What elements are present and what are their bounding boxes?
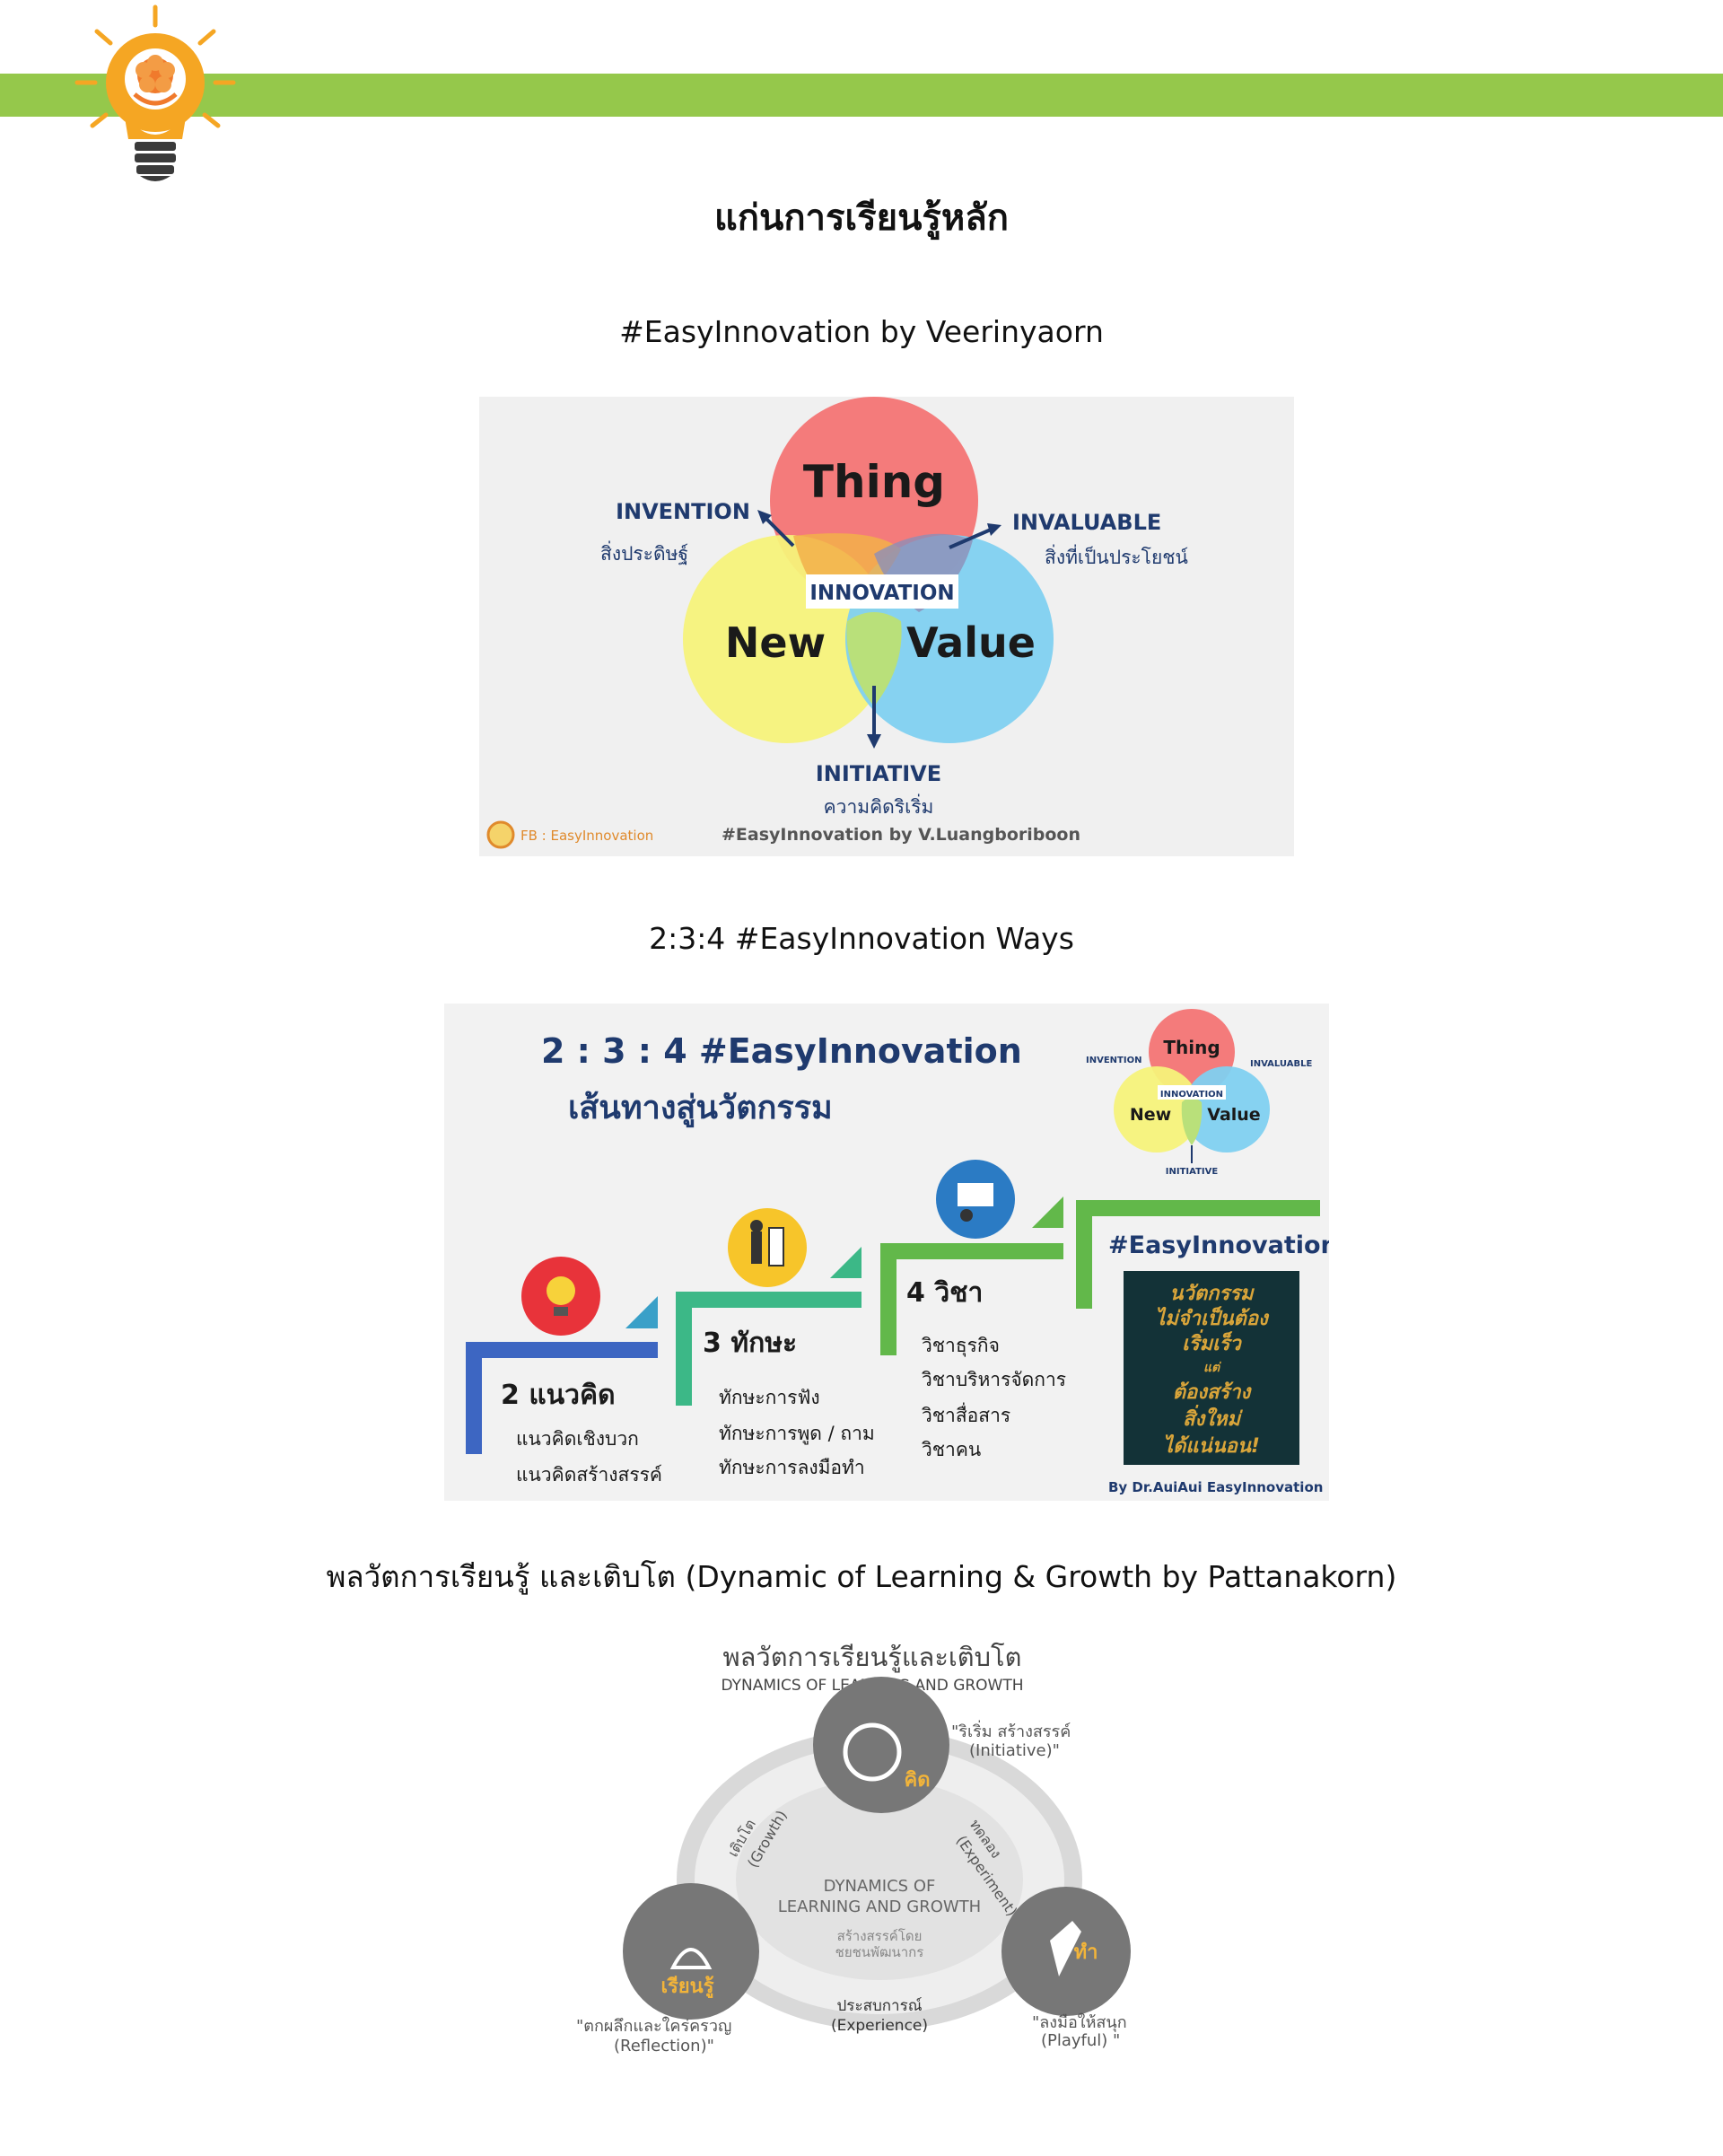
board-line: แต่ [1203,1361,1221,1375]
board-line: ต้องสร้าง [1173,1381,1253,1404]
step2-title: 3 ทักษะ [703,1328,797,1359]
step3-item: วิชาธุรกิจ [922,1335,1000,1357]
step2-item: ทักษะการลงมือทำ [719,1457,865,1478]
step2-stair [676,1292,862,1406]
venn-center-label: INNOVATION [809,582,954,605]
step3-title: 4 วิชา [906,1277,983,1309]
think-label: คิด [904,1769,930,1792]
board-line: เริ่มเร็ว [1182,1328,1242,1355]
svg-text:INVENTION: INVENTION [1086,1056,1141,1065]
quote-initiative-2: (Initiative)" [969,1741,1060,1760]
svg-text:Thing: Thing [1163,1037,1220,1058]
board-line: นวัตกรรม [1169,1283,1255,1305]
section1-heading: #EasyInnovation by Veerinyaorn [619,314,1104,349]
initiative-label: INITIATIVE [816,761,941,786]
venn-thing-label: Thing [803,456,945,508]
fb-label: FB : EasyInnovation [520,828,653,844]
step1-item: แนวคิดสร้างสรรค์ [516,1464,662,1486]
svg-text:INVALUABLE: INVALUABLE [1250,1059,1312,1069]
skills-person-icon [728,1208,807,1287]
step4-stair [1076,1200,1320,1309]
dyn-center-3: สร้างสรรค์โดย [837,1928,923,1944]
worker-icon [1050,1921,1081,1976]
venn-new-label: New [725,618,826,667]
svg-text:INNOVATION: INNOVATION [1160,1090,1223,1100]
ways-title-2: เส้นทางสู่นวัตกรรม [568,1090,833,1128]
dynamics-learning-figure: พลวัตการเรียนรู้และเติบโต DYNAMICS OF LE… [556,1635,1167,2066]
step1-item: แนวคิดเชิงบวก [516,1428,639,1450]
do-label: ทำ [1074,1941,1098,1964]
quote-reflection-2: (Reflection)" [614,2037,714,2055]
dyn-title-th: พลวัตการเรียนรู้และเติบโต [723,1642,1022,1673]
dyn-center-4: ชยชนพัฒนากร [835,1944,924,1960]
innovation-venn-figure: Thing New Value INNOVATION INVENTION สิ่… [479,397,1294,856]
quote-initiative-1: "ริเริ่ม สร้างสรรค์ [951,1720,1071,1741]
svg-text:INITIATIVE: INITIATIVE [1166,1167,1219,1177]
page-title: แก่นการเรียนรู้หลัก [713,197,1010,239]
lightbulb-logo-icon [74,4,236,181]
plant-icon [669,1948,713,1969]
easyinnovation-ways-figure: 2 : 3 : 4 #EasyInnovation เส้นทางสู่นวัต… [444,1004,1329,1501]
arc-experience-2: (Experience) [831,2017,928,2035]
mini-venn-icon: INNOVATION Thing New Value INVENTION INV… [1086,1009,1312,1177]
step4-title: #EasyInnovation [1108,1231,1329,1259]
ways-credit: By Dr.AuiAui EasyInnovation [1108,1479,1323,1495]
step3-item: วิชาสื่อสาร [922,1402,1010,1426]
think-node [813,1677,949,1813]
step2-item: ทักษะการฟัง [719,1387,820,1408]
learn-label: เรียนรู้ [660,1976,713,1999]
quote-playful-2: (Playful) " [1041,2031,1120,2050]
board-line: สิ่งใหม่ [1183,1404,1243,1431]
invention-th-label: สิ่งประดิษฐ์ [600,540,688,565]
quote-playful-1: "ลงมือให้สนุก [1032,2012,1127,2032]
initiative-th-label: ความคิดริเริ่ม [824,793,934,818]
arc-experience-1: ประสบการณ์ [837,1997,923,2015]
step3-item: วิชาบริหารจัดการ [922,1369,1066,1390]
step2-item: ทักษะการพูด / ถาม [719,1423,875,1445]
board-line: ไม่จำเป็นต้อง [1155,1306,1270,1330]
svg-text:New: New [1130,1105,1171,1125]
venn-credit: #EasyInnovation by V.Luangboriboon [722,825,1080,845]
venn-value-label: Value [906,618,1036,667]
step1-title: 2 แนวคิด [501,1380,616,1411]
invaluable-th-label: สิ่งที่เป็นประโยชน์ [1045,544,1188,568]
svg-text:Value: Value [1207,1105,1260,1125]
invaluable-label: INVALUABLE [1012,510,1161,535]
lightbulb-gear-icon [843,1722,902,1782]
ways-title-1: 2 : 3 : 4 #EasyInnovation [541,1031,1022,1071]
step1-stair [466,1342,658,1454]
section3-heading: พลวัตการเรียนรู้ และเติบโต (Dynamic of L… [326,1559,1397,1594]
fb-logo-icon [486,820,515,849]
invention-label: INVENTION [616,499,750,524]
step3-item: วิชาคน [922,1439,981,1460]
board-line: ได้แน่นอน! [1163,1433,1260,1458]
dyn-center-2: LEARNING AND GROWTH [778,1897,981,1916]
header-band [0,74,1723,117]
dyn-center-1: DYNAMICS OF [824,1877,936,1896]
section2-heading: 2:3:4 #EasyInnovation Ways [649,921,1074,956]
quote-reflection-1: "ตกผลึกและใคร่ครวญ [576,2016,731,2036]
step3-stair [880,1243,1063,1355]
motto-board [1124,1271,1299,1465]
